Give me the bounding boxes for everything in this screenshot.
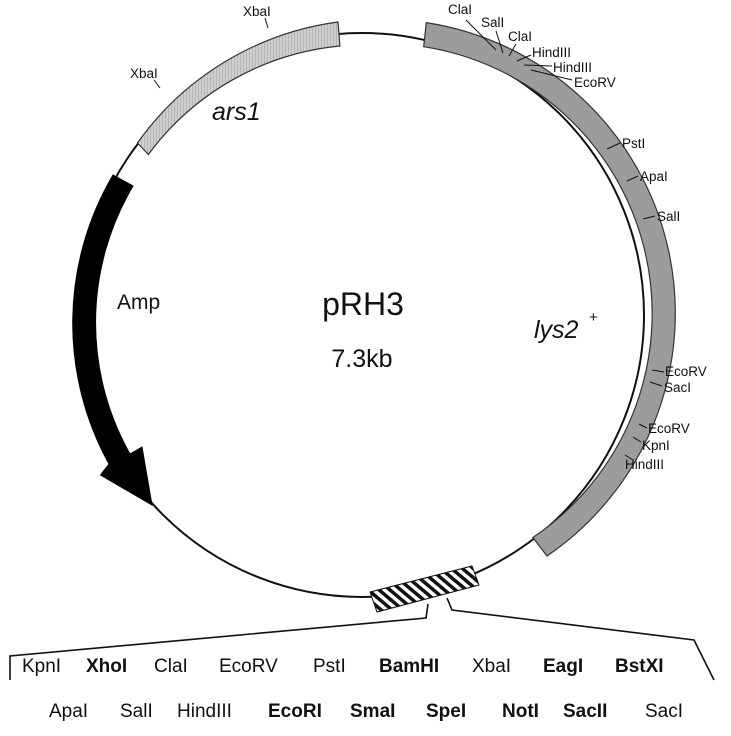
svg-text:HindIII: HindIII [625,457,664,472]
svg-text:EcoRV: EcoRV [219,656,278,677]
svg-text:PstI: PstI [622,136,645,151]
svg-text:EcoRV: EcoRV [574,75,616,90]
svg-text:SmaI: SmaI [350,701,395,722]
svg-text:SpeI: SpeI [426,701,466,722]
svg-text:HindIII: HindIII [553,60,592,75]
plasmid-name: pRH3 [322,286,404,322]
ars1-sites: XbaI XbaI [130,4,271,89]
svg-text:HindIII: HindIII [177,701,232,722]
svg-text:BamHI: BamHI [379,656,439,677]
mcs-segment [369,565,480,613]
lys2-lower-sites: EcoRV SacI EcoRV KpnI HindIII [624,364,707,472]
svg-text:SalI: SalI [657,209,680,224]
svg-text:BstXI: BstXI [615,656,664,677]
svg-text:XbaI: XbaI [472,656,511,677]
lys2-top-sites: ClaI SalI ClaI HindIII HindIII EcoRV [448,2,616,90]
svg-text:ApaI: ApaI [49,701,88,722]
svg-text:XbaI: XbaI [243,4,271,19]
svg-text:ClaI: ClaI [154,656,188,677]
mcs-row-1: KpnI XhoI ClaI EcoRV PstI BamHI XbaI Eag… [22,656,664,677]
svg-text:ClaI: ClaI [448,2,472,17]
lys2-middle-sites: PstI ApaI SalI [606,136,680,224]
svg-text:EcoRV: EcoRV [665,364,707,379]
ars1-segment [136,21,341,156]
svg-text:KpnI: KpnI [642,438,670,453]
amp-label: Amp [117,291,160,314]
svg-text:SacII: SacII [563,701,607,722]
svg-text:EagI: EagI [543,656,583,677]
mcs-expansion-bracket [9,597,715,681]
mcs-row-2: ApaI SalI HindIII EcoRI SmaI SpeI NotI S… [49,701,683,722]
svg-text:SalI: SalI [481,15,504,30]
svg-text:ApaI: ApaI [640,169,668,184]
amp-arrow [72,174,153,506]
svg-text:EcoRV: EcoRV [648,421,690,436]
svg-text:ClaI: ClaI [508,29,532,44]
svg-text:SalI: SalI [120,701,153,722]
lys2-segment [423,21,676,557]
plasmid-size: 7.3kb [331,345,392,373]
svg-text:EcoRI: EcoRI [268,701,322,722]
svg-text:NotI: NotI [502,701,539,722]
svg-text:SacI: SacI [664,380,691,395]
svg-text:+: + [589,309,598,326]
svg-text:XbaI: XbaI [130,66,158,81]
svg-text:HindIII: HindIII [532,45,571,60]
svg-text:lys2: lys2 [534,316,579,344]
ars1-label: ars1 [212,98,261,126]
svg-text:PstI: PstI [313,656,346,677]
svg-text:SacI: SacI [645,701,683,722]
lys2-label: lys2 + [534,309,598,344]
svg-text:XhoI: XhoI [86,656,127,677]
svg-text:KpnI: KpnI [22,656,61,677]
